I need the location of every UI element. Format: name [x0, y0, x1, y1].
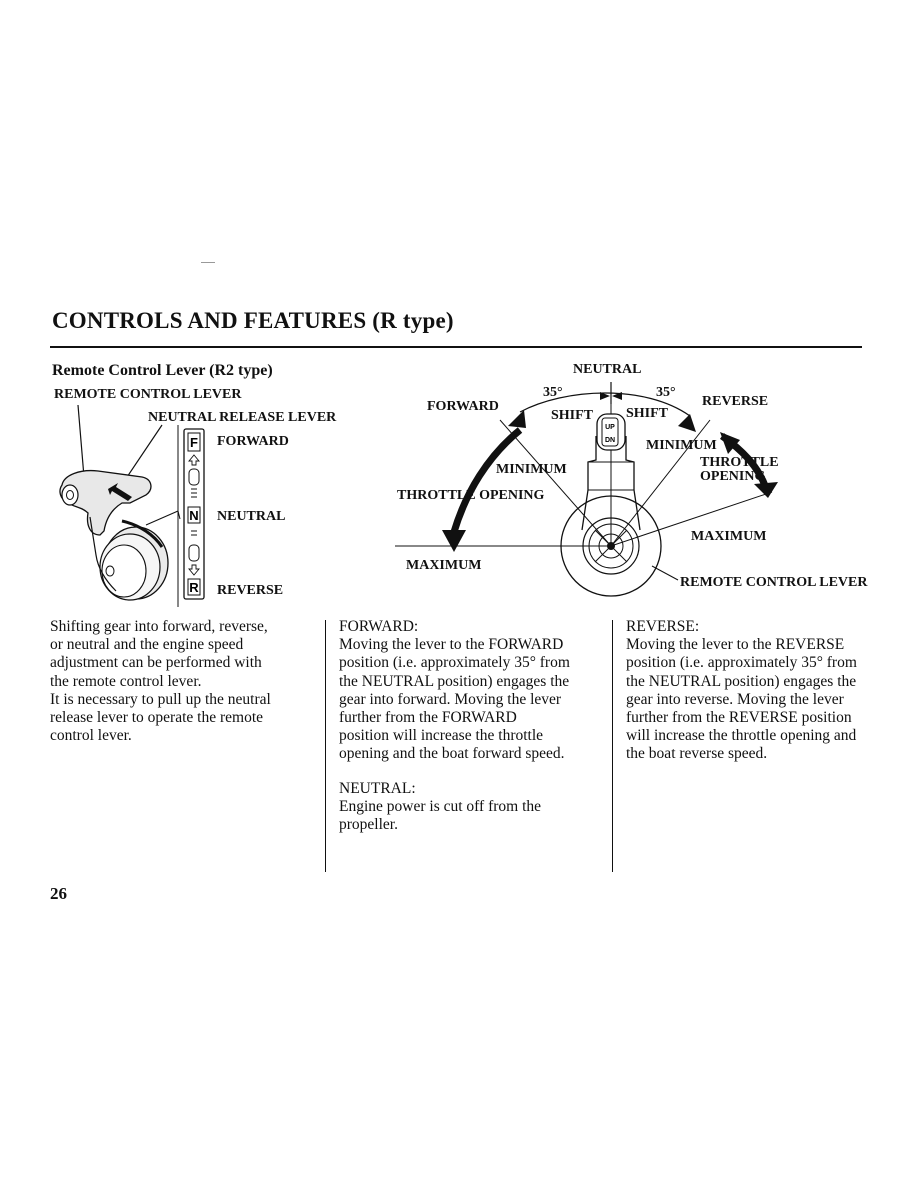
title-rule — [50, 346, 862, 348]
text-line: Engine power is cut off from the — [339, 797, 542, 815]
page-number: 26 — [50, 884, 67, 903]
text-line: position (i.e. approximately 35° from — [339, 654, 570, 672]
label-minimum-right: MINIMUM — [646, 438, 717, 453]
label-forward: FORWARD — [427, 399, 499, 414]
gate-label-r: R — [189, 580, 199, 595]
text-line: or neutral and the engine speed — [50, 636, 244, 654]
label-gate-reverse: REVERSE — [217, 583, 284, 598]
column-forward: FORWARD: Moving the lever to the FORWARD… — [339, 618, 609, 834]
section-title: Remote Control Lever (R2 type) — [52, 362, 273, 379]
label-throttle-opening-left: THROTTLE OPENING — [397, 488, 545, 503]
column-divider — [612, 620, 613, 872]
text-line: position (i.e. approximately 35° from — [626, 654, 857, 672]
label-remote-control-lever: REMOTE CONTROL LEVER — [54, 387, 242, 402]
label-gate-neutral: NEUTRAL — [217, 509, 286, 524]
forward-heading: FORWARD: — [339, 618, 419, 635]
text-line: gear into forward. Moving the lever — [339, 690, 562, 708]
label-shift-right: SHIFT — [626, 406, 669, 421]
text-line: further from the FORWARD — [339, 709, 517, 727]
label-angle-left: 35° — [543, 385, 563, 400]
gate-label-f: F — [190, 435, 198, 450]
text-line: Moving the lever to the FORWARD — [339, 636, 564, 654]
label-throttle-right-1: THROTTLE — [700, 455, 779, 470]
scan-mark — [201, 262, 215, 263]
remote-control-lever-illustration: F N R — [59, 404, 205, 607]
text-line: Shifting gear into forward, reverse, — [50, 618, 268, 635]
text-line: the boat reverse speed. — [626, 745, 768, 763]
page-title: CONTROLS AND FEATURES (R type) — [52, 308, 454, 333]
text-line: Moving the lever to the REVERSE — [626, 636, 845, 654]
text-line: It is necessary to pull up the neutral — [50, 690, 271, 708]
column-divider — [325, 620, 326, 872]
text-line: the NEUTRAL position) engages the — [626, 672, 857, 690]
button-dn-label: DN — [605, 437, 615, 444]
label-neutral-top: NEUTRAL — [573, 362, 642, 377]
label-angle-right: 35° — [656, 385, 676, 400]
text-line: will increase the throttle opening and — [626, 727, 857, 745]
label-shift-left: SHIFT — [551, 408, 594, 423]
column-intro: Shifting gear into forward, reverse, or … — [50, 618, 312, 745]
label-maximum-left: MAXIMUM — [406, 558, 482, 573]
button-up-label: UP — [605, 424, 615, 431]
label-reverse: REVERSE — [702, 394, 769, 409]
text-line: gear into reverse. Moving the lever — [626, 690, 844, 708]
label-gate-forward: FORWARD — [217, 434, 289, 449]
label-maximum-right: MAXIMUM — [691, 529, 767, 544]
label-remote-control-lever-right: REMOTE CONTROL LEVER — [680, 575, 868, 590]
neutral-heading: NEUTRAL: — [339, 779, 416, 797]
text-line: the remote control lever. — [50, 672, 202, 690]
label-neutral-release-lever: NEUTRAL RELEASE LEVER — [148, 410, 337, 425]
label-minimum-left: MINIMUM — [496, 462, 567, 477]
text-line: opening and the boat forward speed. — [339, 745, 565, 763]
label-throttle-right-2: OPENING — [700, 469, 766, 484]
text-line: release lever to operate the remote — [50, 709, 264, 727]
text-line: further from the REVERSE position — [626, 709, 852, 727]
gate-label-n: N — [189, 508, 198, 523]
lever-positions-diagram: UP DN — [395, 382, 778, 597]
text-line: adjustment can be performed with — [50, 654, 262, 672]
text-line: position will increase the throttle — [339, 727, 544, 745]
reverse-heading: REVERSE: — [626, 618, 700, 635]
text-line: the NEUTRAL position) engages the — [339, 672, 570, 690]
text-line: propeller. — [339, 816, 398, 834]
text-line: control lever. — [50, 727, 132, 745]
column-reverse: REVERSE: Moving the lever to the REVERSE… — [626, 618, 896, 764]
